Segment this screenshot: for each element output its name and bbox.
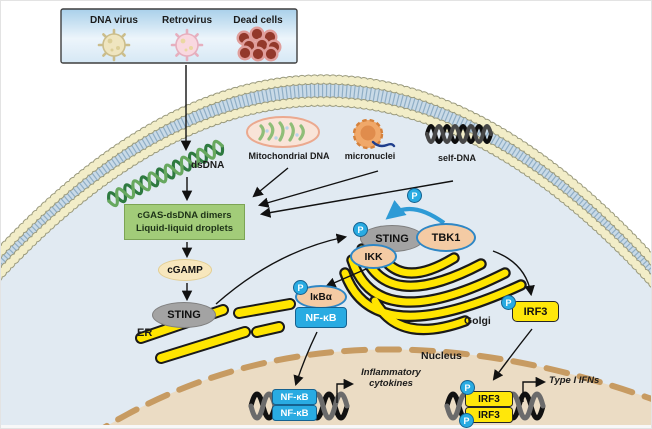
plasma-membrane [1,74,651,289]
retrovirus-icon [170,28,204,62]
micronuclei-icon [352,118,396,150]
cgas-dsdna-dimers-box: cGAS-dsDNA dimers Liquid-liquid droplets [124,204,245,240]
type-i-ifns-label: Type I IFNs [549,375,600,386]
dsdna-label: dsDNA [191,160,225,171]
sting-er-node: STING [152,302,216,328]
arrow-selfdna-to-cgas [259,180,454,218]
pathway-arrows [180,65,547,403]
dna-virus-icon [97,28,131,62]
inner-lipid-heads [1,97,651,287]
inflammatory-cytokines-label: Inflammatory cytokines [351,367,431,389]
arrow-nfkb-to-nucleus [293,331,318,387]
nfkb-nucleus-node-1: NF-κB [272,389,317,405]
mitochondrial-dna-label: Mitochondrial DNA [248,151,330,161]
irf3-cytoplasm-node: IRF3 [512,301,559,322]
inflammatory-cytokines-line1: Inflammatory [361,367,421,378]
arrow-tbk1-to-irf3 [492,250,535,297]
phospho-badge-irf3-nucleus-bottom: P [459,413,474,428]
nfkb-nucleus-node-2: NF-κB [272,405,317,421]
arrow-er-to-golgi [215,233,348,305]
tbk1-node: TBK1 [416,223,476,252]
dsdna-helix [107,139,225,208]
arrow-tbk1-autophosphorylation [385,199,446,225]
arrow-to-type-i-ifns [522,376,547,402]
phospho-badge-irf3-nucleus-top: P [460,380,475,395]
outer-lipid-heads [1,75,651,265]
figure-bottom-margin [1,425,651,428]
mitochondria-icon [246,116,320,148]
cell-interior [1,90,651,428]
cgamp-node: cGAMP [158,259,212,281]
lipid-tails [1,84,651,280]
arrow-ikk-to-ikba [325,268,367,288]
cgas-box-line2: Liquid-liquid droplets [135,223,234,234]
nfkb-cytoplasm-node: NF-κB [295,307,347,328]
cgas-box-line1: cGAS-dsDNA dimers [137,210,232,221]
phospho-badge-irf3-cytoplasm: P [501,295,516,310]
legend-label-dna-virus: DNA virus [90,15,138,26]
phospho-badge-sting: P [353,222,368,237]
arrow-to-inflammatory-cytokines [336,378,355,403]
arrow-mito-to-cgas [252,167,289,198]
dead-cells-icon [236,26,282,62]
phospho-badge-tbk1-loop: P [407,188,422,203]
nucleus-region [97,346,651,428]
self-dna-label: self-DNA [437,153,476,163]
nuclear-envelope-dashed [97,346,651,428]
phospho-badge-ikba: P [293,280,308,295]
nucleus-label: Nucleus [421,350,462,362]
er-label: ER [137,327,153,339]
irf3-nucleus-node-1: IRF3 [465,391,513,407]
inflammatory-cytokines-line2: cytokines [369,378,413,389]
self-dna-helix [425,124,493,144]
stimuli-legend-box [60,8,298,64]
legend-label-retrovirus: Retrovirus [161,15,212,26]
ikk-node: IKK [350,244,397,269]
legend-label-dead-cells: Dead cells [233,15,283,26]
golgi-label: Golgi [464,315,491,327]
micronuclei-label: micronuclei [344,151,396,161]
arrow-micronuclei-to-cgas [257,170,379,208]
arrow-irf3-to-nucleus [492,328,533,381]
